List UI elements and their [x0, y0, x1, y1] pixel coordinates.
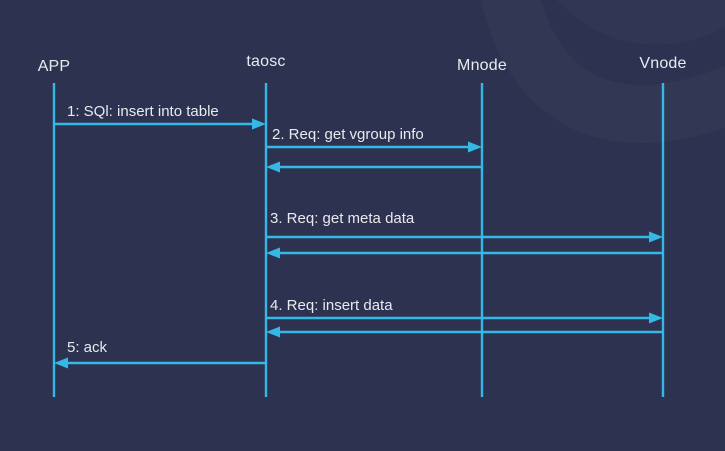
message-label-5-ack: 5: ack: [67, 339, 108, 356]
message-arrowhead-1: [252, 118, 266, 130]
message-arrowhead-7: [266, 326, 280, 338]
message-arrowhead-2: [468, 141, 482, 153]
message-label-3-get-meta-data: 3. Req: get meta data: [270, 210, 415, 227]
message-label-2-get-vgroup-info: 2. Req: get vgroup info: [272, 126, 424, 143]
message-arrowhead-6: [649, 312, 663, 324]
message-label-4-insert-data: 4. Req: insert data: [270, 297, 393, 314]
message-arrowhead-4: [649, 231, 663, 243]
message-arrowhead-8: [54, 357, 68, 369]
participant-label-taosc: taosc: [246, 53, 286, 70]
message-arrowhead-3: [266, 161, 280, 173]
participant-label-app: APP: [37, 58, 71, 75]
participant-label-vnode: Vnode: [639, 55, 687, 72]
message-arrowhead-5: [266, 247, 280, 259]
message-label-1-sql-insert: 1: SQl: insert into table: [67, 103, 219, 120]
participant-label-mnode: Mnode: [457, 57, 507, 74]
